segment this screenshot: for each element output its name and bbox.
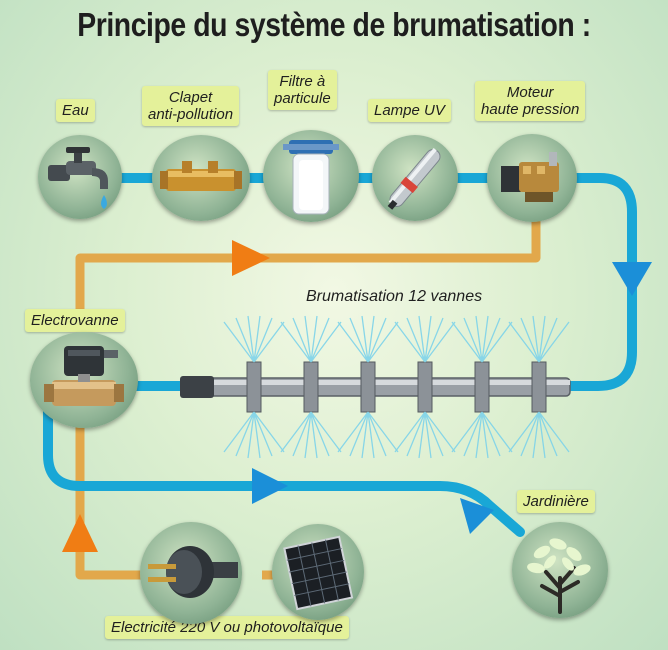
power-plug-icon	[140, 522, 242, 624]
label-eau: Eau	[56, 99, 95, 122]
label-moteur: Moteur haute pression	[475, 81, 586, 121]
flow-arrow-blue-right	[252, 468, 288, 504]
pressure-pump-icon	[487, 134, 577, 222]
solar-panel-icon	[272, 524, 364, 620]
flow-arrow-orange-up	[62, 514, 98, 552]
label-electrovanne: Electrovanne	[25, 309, 125, 332]
label-filtre-line2: particule	[274, 90, 331, 107]
water-filter-icon	[263, 130, 359, 222]
check-valve-icon	[152, 135, 250, 221]
page-title: Principe du système de brumatisation :	[77, 6, 591, 43]
flow-arrow-orange-right	[232, 240, 270, 276]
flow-arrow-blue-diagonal	[460, 498, 494, 534]
solenoid-valve-icon	[30, 332, 138, 428]
label-brumatisation: Brumatisation 12 vannes	[306, 288, 483, 305]
label-electricite: Electricité 220 V ou photovoltaïque	[105, 616, 349, 639]
label-filtre: Filtre à particule	[268, 70, 337, 110]
tree-icon	[512, 522, 608, 618]
label-moteur-line2: haute pression	[481, 101, 580, 118]
label-clapet-line2: anti-pollution	[148, 106, 234, 123]
label-lampe: Lampe UV	[368, 99, 451, 122]
misting-ramp	[180, 315, 571, 459]
flow-arrow-blue-down	[612, 262, 652, 296]
label-moteur-line1: Moteur	[506, 84, 554, 101]
label-clapet: Clapet anti-pollution	[142, 86, 240, 126]
label-jardiniere: Jardinière	[517, 490, 595, 513]
uv-lamp-icon	[372, 135, 458, 221]
faucet-icon	[38, 135, 122, 219]
label-clapet-line1: Clapet	[168, 89, 213, 106]
label-filtre-line1: Filtre à	[279, 73, 326, 90]
